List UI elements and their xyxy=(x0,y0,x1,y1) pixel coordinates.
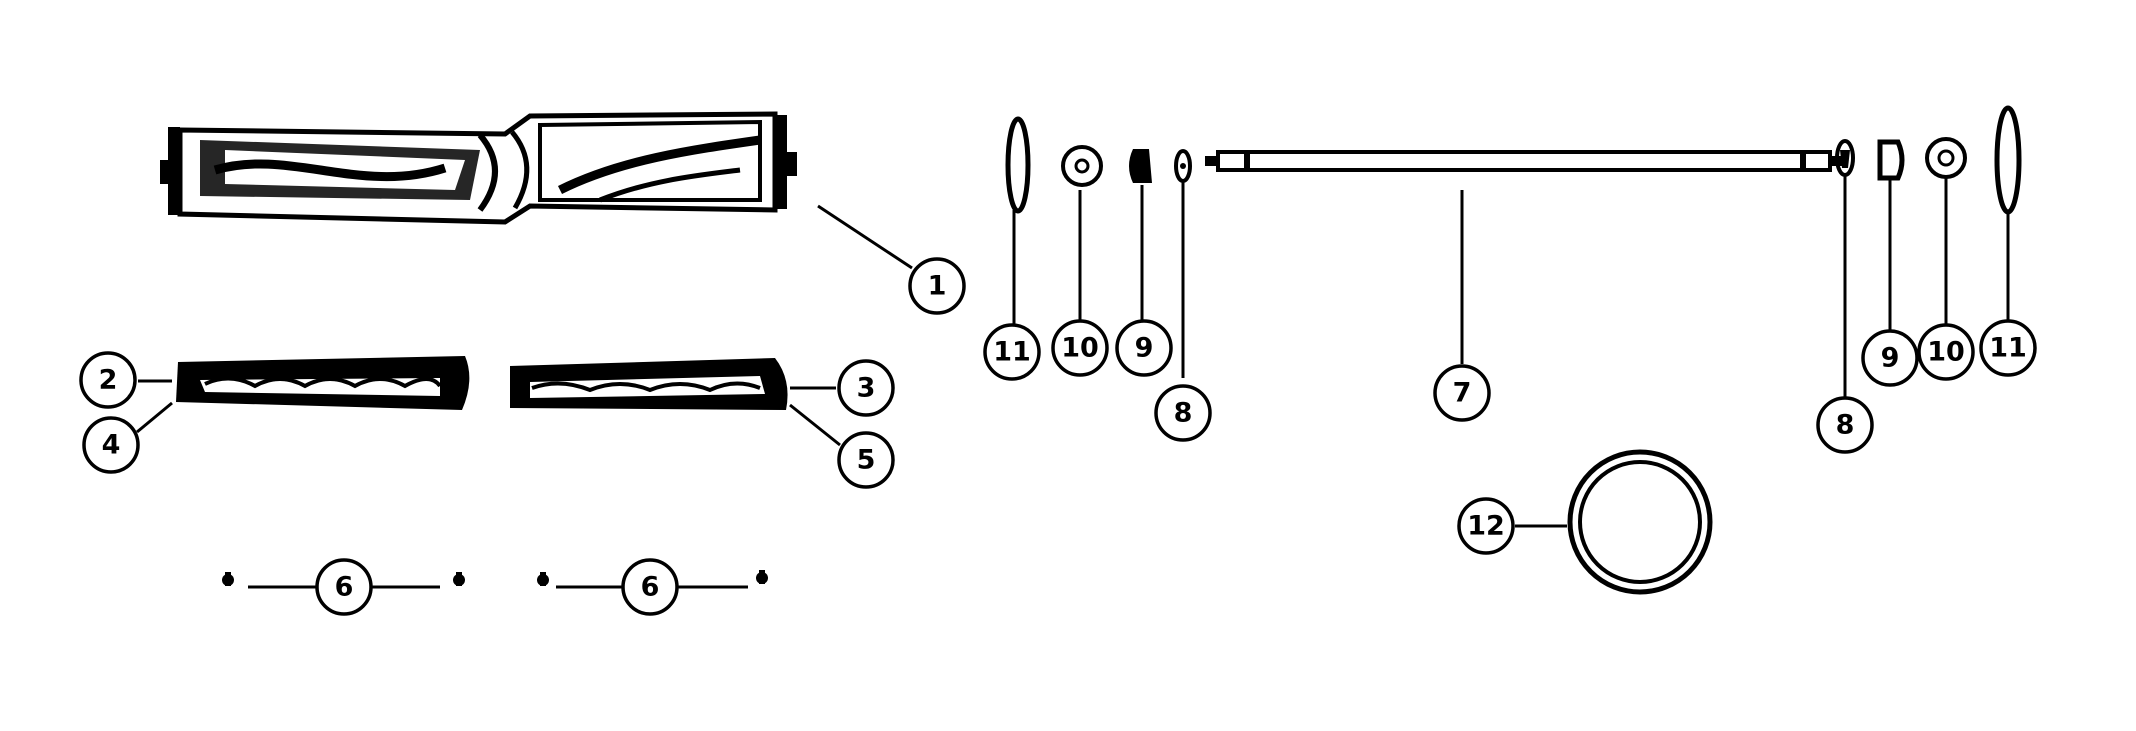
callout-6-right: 6 xyxy=(621,558,679,616)
callout-10-right-label: 10 xyxy=(1927,337,1965,368)
callout-3: 3 xyxy=(837,359,895,417)
callout-4: 4 xyxy=(82,416,140,474)
end-parts-left xyxy=(1005,116,1192,214)
callout-11-right: 11 xyxy=(1979,319,2037,377)
callout-8-left-label: 8 xyxy=(1174,398,1193,429)
callout-9-right-label: 9 xyxy=(1881,343,1900,374)
callout-11-left-label: 11 xyxy=(993,337,1031,368)
callout-10-right: 10 xyxy=(1917,323,1975,381)
callout-10-left: 10 xyxy=(1051,319,1109,377)
brush-roll-assembly xyxy=(160,111,797,225)
callout-9-right: 9 xyxy=(1861,329,1919,387)
callout-8-left: 8 xyxy=(1154,384,1212,442)
callout-10-left-label: 10 xyxy=(1061,333,1099,364)
callout-11-left: 11 xyxy=(983,323,1041,381)
brush-strip-right xyxy=(510,358,788,410)
callout-2: 2 xyxy=(79,351,137,409)
callout-4-label: 4 xyxy=(102,430,121,461)
brush-strip-left xyxy=(176,356,470,410)
callout-1-label: 1 xyxy=(928,271,947,302)
callout-5: 5 xyxy=(837,431,895,489)
leader-lines xyxy=(136,176,2010,528)
rivet-group-right xyxy=(537,570,768,589)
callout-6-right-label: 6 xyxy=(641,572,660,603)
callout-2-label: 2 xyxy=(99,365,118,396)
shaft xyxy=(1205,150,1844,172)
callout-8-right-label: 8 xyxy=(1836,410,1855,441)
belt xyxy=(1567,449,1713,595)
callout-9-left: 9 xyxy=(1115,319,1173,377)
callout-7: 7 xyxy=(1433,364,1491,422)
callout-5-label: 5 xyxy=(857,445,876,476)
callout-8-right: 8 xyxy=(1816,396,1874,454)
callout-3-label: 3 xyxy=(857,373,876,404)
callout-1: 1 xyxy=(908,257,966,315)
callout-9-left-label: 9 xyxy=(1135,333,1154,364)
callout-6-left-label: 6 xyxy=(335,572,354,603)
callout-7-label: 7 xyxy=(1453,378,1472,409)
callout-12-label: 12 xyxy=(1467,511,1505,542)
end-parts-right xyxy=(1835,105,2022,215)
callout-12: 12 xyxy=(1457,497,1515,555)
callout-11-right-label: 11 xyxy=(1989,333,2027,364)
callout-6-left: 6 xyxy=(315,558,373,616)
rivet-group-left xyxy=(222,572,465,589)
